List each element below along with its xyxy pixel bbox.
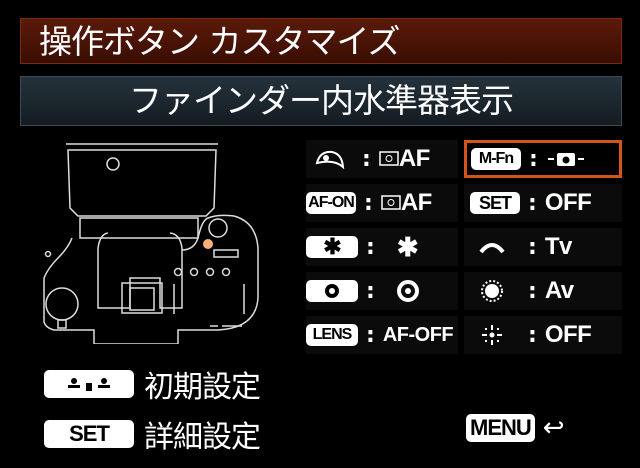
assignment-row-metering[interactable]: : AF: [306, 140, 458, 178]
assignment-row-af-on[interactable]: AF-ON : AF: [306, 184, 458, 222]
multi-controller-icon: [464, 323, 520, 347]
assignment-row-main-dial[interactable]: : Tv: [464, 228, 622, 266]
set-button-icon: SET: [470, 192, 520, 214]
menu-button-icon: MENU: [466, 414, 535, 442]
page-title-bar: 操作ボタン カスタマイズ: [20, 18, 622, 64]
af-point-icon: [381, 195, 401, 211]
ae-lock-icon: ✱: [396, 231, 419, 262]
assignment-row-lens[interactable]: LENS : AF-OFF: [306, 316, 458, 354]
erase-button-icon: [44, 370, 134, 398]
function-subtitle: ファインダー内水準器表示: [129, 81, 514, 120]
function-subtitle-bar: ファインダー内水準器表示: [20, 76, 622, 126]
af-point-icon: [379, 151, 399, 167]
camera-top-view-icon: [43, 143, 259, 344]
assignment-row-multi-controller[interactable]: : OFF: [464, 316, 622, 354]
dof-preview-button-icon: [306, 280, 358, 302]
menu-back-hint[interactable]: MENU ↩: [466, 413, 565, 443]
detail-settings-hint[interactable]: SET 詳細設定: [44, 412, 261, 456]
af-on-button-icon: AF-ON: [306, 192, 356, 214]
assignment-row-quick-control-dial[interactable]: : Av: [464, 272, 622, 310]
quick-control-dial-icon: [464, 279, 520, 303]
camera-level-icon: [546, 150, 586, 168]
return-arrow-icon: ↩: [542, 413, 565, 443]
ae-lock-button-icon: ✱: [306, 234, 358, 259]
reset-defaults-hint[interactable]: 初期設定: [44, 362, 261, 406]
m-fn-button-icon: M-Fn: [471, 148, 521, 170]
page-title: 操作ボタン カスタマイズ: [39, 22, 400, 61]
assignment-row-set[interactable]: SET : OFF: [464, 184, 622, 222]
metering-button-icon: [306, 149, 354, 169]
set-button-icon: SET: [44, 420, 134, 448]
aperture-icon: [396, 280, 419, 302]
assignment-row-dof-preview[interactable]: :: [306, 272, 458, 310]
lens-button-icon: LENS: [306, 324, 358, 346]
assignment-row-ae-lock[interactable]: ✱ : ✱: [306, 228, 458, 266]
assignment-row-m-fn[interactable]: M-Fn :: [464, 140, 622, 178]
main-dial-icon: [464, 240, 520, 254]
